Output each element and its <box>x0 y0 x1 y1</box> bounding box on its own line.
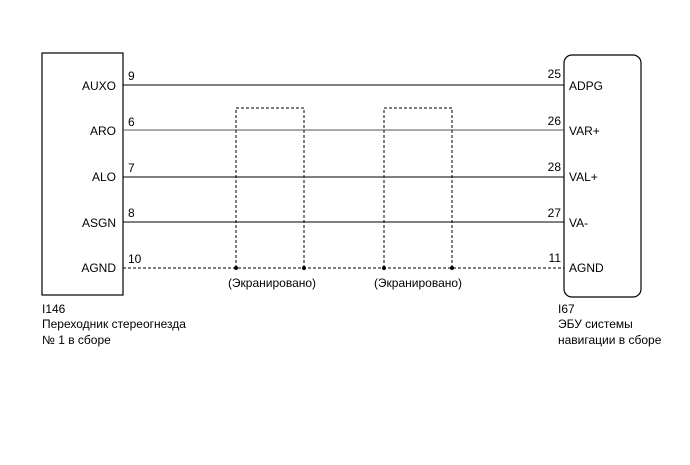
left-component-box <box>41 52 124 296</box>
left-component-code: I146 <box>42 302 66 316</box>
right-pin-number: 27 <box>548 206 562 220</box>
left-pin-number: 10 <box>128 252 142 266</box>
shield-2 <box>382 107 454 270</box>
left-pin-number: 9 <box>128 69 135 83</box>
left-pin-label: AUXO <box>82 79 116 93</box>
right-component-name: навигации в сборе <box>558 333 662 347</box>
left-pin-number: 6 <box>128 115 135 129</box>
right-component-box <box>563 54 642 298</box>
right-pin-label: VAR+ <box>569 124 600 138</box>
right-pin-label: ADPG <box>569 79 603 93</box>
right-component-name: ЭБУ системы <box>558 317 633 331</box>
right-pin-number: 28 <box>548 160 562 174</box>
right-pin-label: VAL+ <box>569 170 598 184</box>
shield-1 <box>234 107 306 270</box>
right-component-code: I67 <box>558 302 575 316</box>
shield-junction-dot <box>302 266 306 270</box>
left-pin-number: 7 <box>128 161 135 175</box>
left-pin-label: ALO <box>92 170 116 184</box>
right-pin-number: 25 <box>548 67 562 81</box>
right-pin-number: 26 <box>548 114 562 128</box>
shield-caption: (Экранировано) <box>228 276 316 290</box>
left-component-name: № 1 в сборе <box>42 333 111 347</box>
left-pin-label: ASGN <box>82 216 116 230</box>
shield-junction-dot <box>234 266 238 270</box>
shield-caption: (Экранировано) <box>374 276 462 290</box>
left-pin-label: ARO <box>90 124 116 138</box>
right-pin-label: AGND <box>569 261 604 275</box>
right-pin-number: 11 <box>549 251 562 265</box>
left-component-name: Переходник стереогнезда <box>42 317 186 331</box>
shield-junction-dot <box>450 266 454 270</box>
shield-junction-dot <box>382 266 386 270</box>
left-pin-number: 8 <box>128 206 135 220</box>
right-pin-label: VA- <box>569 216 588 230</box>
left-pin-label: AGND <box>81 261 116 275</box>
